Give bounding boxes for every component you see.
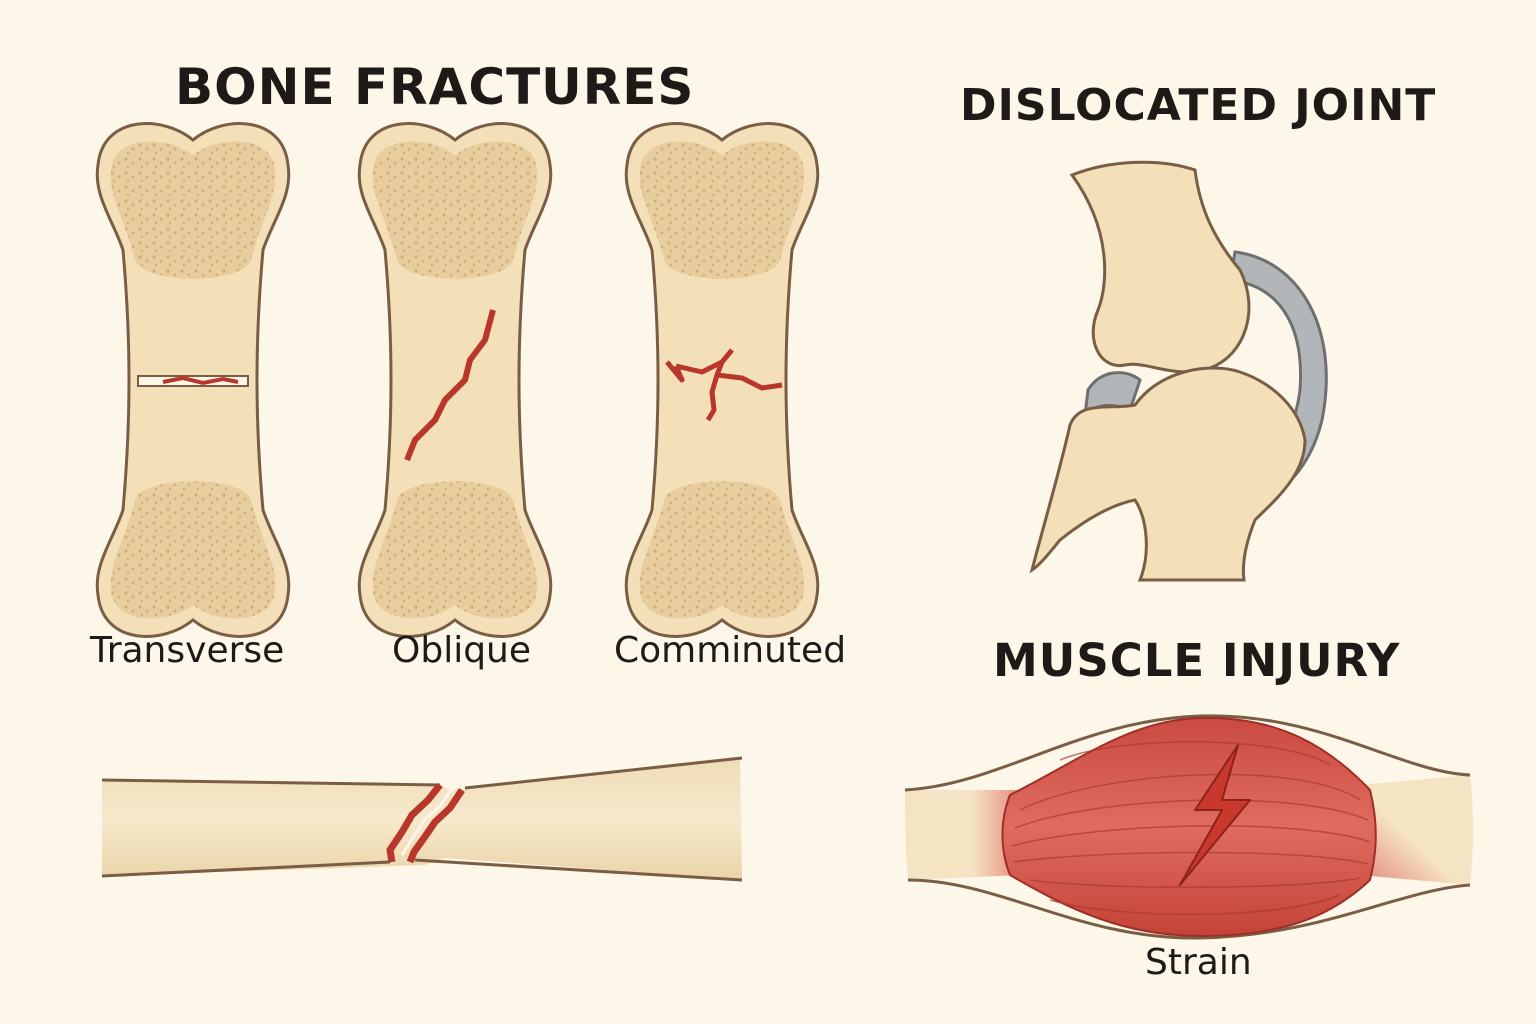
dislocated-joint [1032, 162, 1326, 580]
muscle-strain [905, 716, 1473, 938]
muscle-injury-title: MUSCLE INJURY [993, 634, 1400, 687]
bone-fractures-title: BONE FRACTURES [175, 58, 694, 116]
oblique-label: Oblique [392, 630, 531, 671]
long-bone-fracture [102, 758, 742, 880]
transverse-fracture-bone [97, 124, 289, 637]
comminuted-fracture-bone [626, 124, 818, 637]
comminuted-label: Comminuted [614, 630, 846, 671]
oblique-fracture-bone [359, 124, 551, 637]
dislocated-joint-title: DISLOCATED JOINT [960, 80, 1436, 131]
strain-label: Strain [1145, 942, 1252, 983]
transverse-label: Transverse [90, 630, 284, 671]
